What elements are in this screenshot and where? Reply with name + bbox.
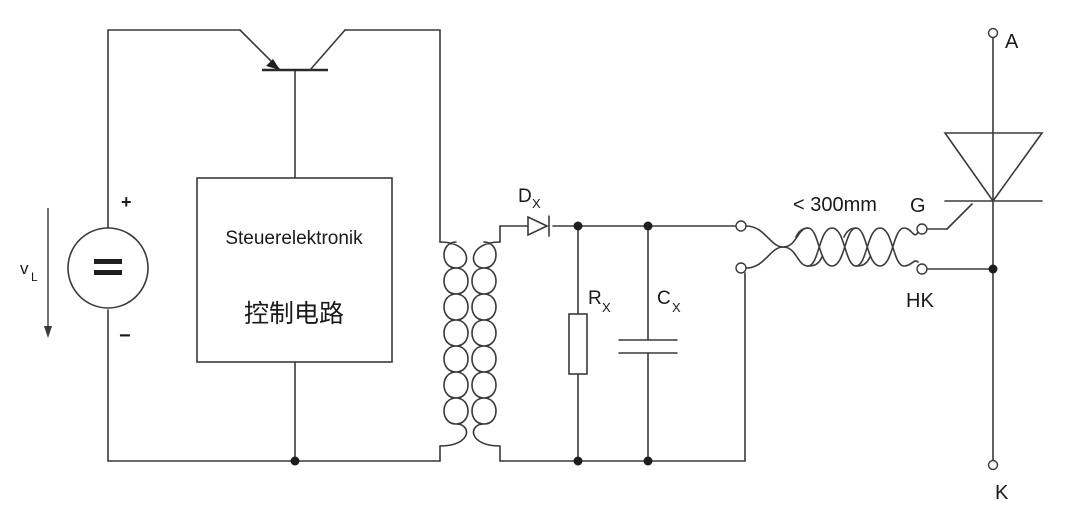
cable-length-label: < 300mm — [793, 194, 877, 216]
junction-dot — [573, 456, 583, 466]
capacitor-cx — [618, 339, 678, 354]
capacitor-label: C — [657, 288, 671, 309]
secondary-wiring — [499, 225, 746, 462]
control-electronics-title: Steuerelektronik — [225, 228, 363, 249]
junction-dot — [643, 456, 653, 466]
control-electronics-chinese-title: 控制电路 — [244, 299, 344, 328]
voltage-label: v — [20, 259, 29, 278]
twisted-pair-cable — [745, 225, 919, 269]
resistor-subscript: X — [602, 300, 611, 315]
plus-sign: + — [121, 192, 132, 212]
capacitor-subscript: X — [672, 300, 681, 315]
minus-sign: − — [119, 325, 131, 347]
thyristor-symbol — [943, 132, 1044, 203]
junction-dot — [573, 221, 583, 231]
dc-voltage-source — [67, 227, 149, 309]
junction-dot — [643, 221, 653, 231]
diode-subscript: X — [532, 196, 541, 211]
voltage-arrow — [44, 208, 52, 338]
junction-dot — [290, 456, 300, 466]
auxiliary-cathode-terminal — [916, 263, 928, 275]
thyristor-wiring — [926, 37, 994, 462]
junction-dot — [988, 264, 998, 274]
auxiliary-cathode-label: HK — [906, 290, 934, 312]
output-terminal — [735, 262, 747, 274]
gate-terminal — [916, 223, 928, 235]
diode-label: D — [518, 186, 532, 207]
transistor-symbol — [239, 29, 346, 72]
gate-label: G — [910, 195, 926, 217]
resistor-label: R — [588, 288, 602, 309]
diode-dx — [527, 215, 550, 237]
anode-label: A — [1005, 31, 1019, 53]
output-terminal — [735, 220, 747, 232]
primary-wiring — [107, 29, 441, 462]
cathode-terminal — [987, 459, 999, 471]
control-electronics-box — [196, 177, 393, 363]
anode-terminal — [987, 27, 999, 39]
voltage-subscript: L — [31, 270, 38, 284]
resistor-rx — [568, 313, 588, 375]
cathode-label: K — [995, 482, 1009, 504]
pulse-transformer — [439, 241, 501, 447]
